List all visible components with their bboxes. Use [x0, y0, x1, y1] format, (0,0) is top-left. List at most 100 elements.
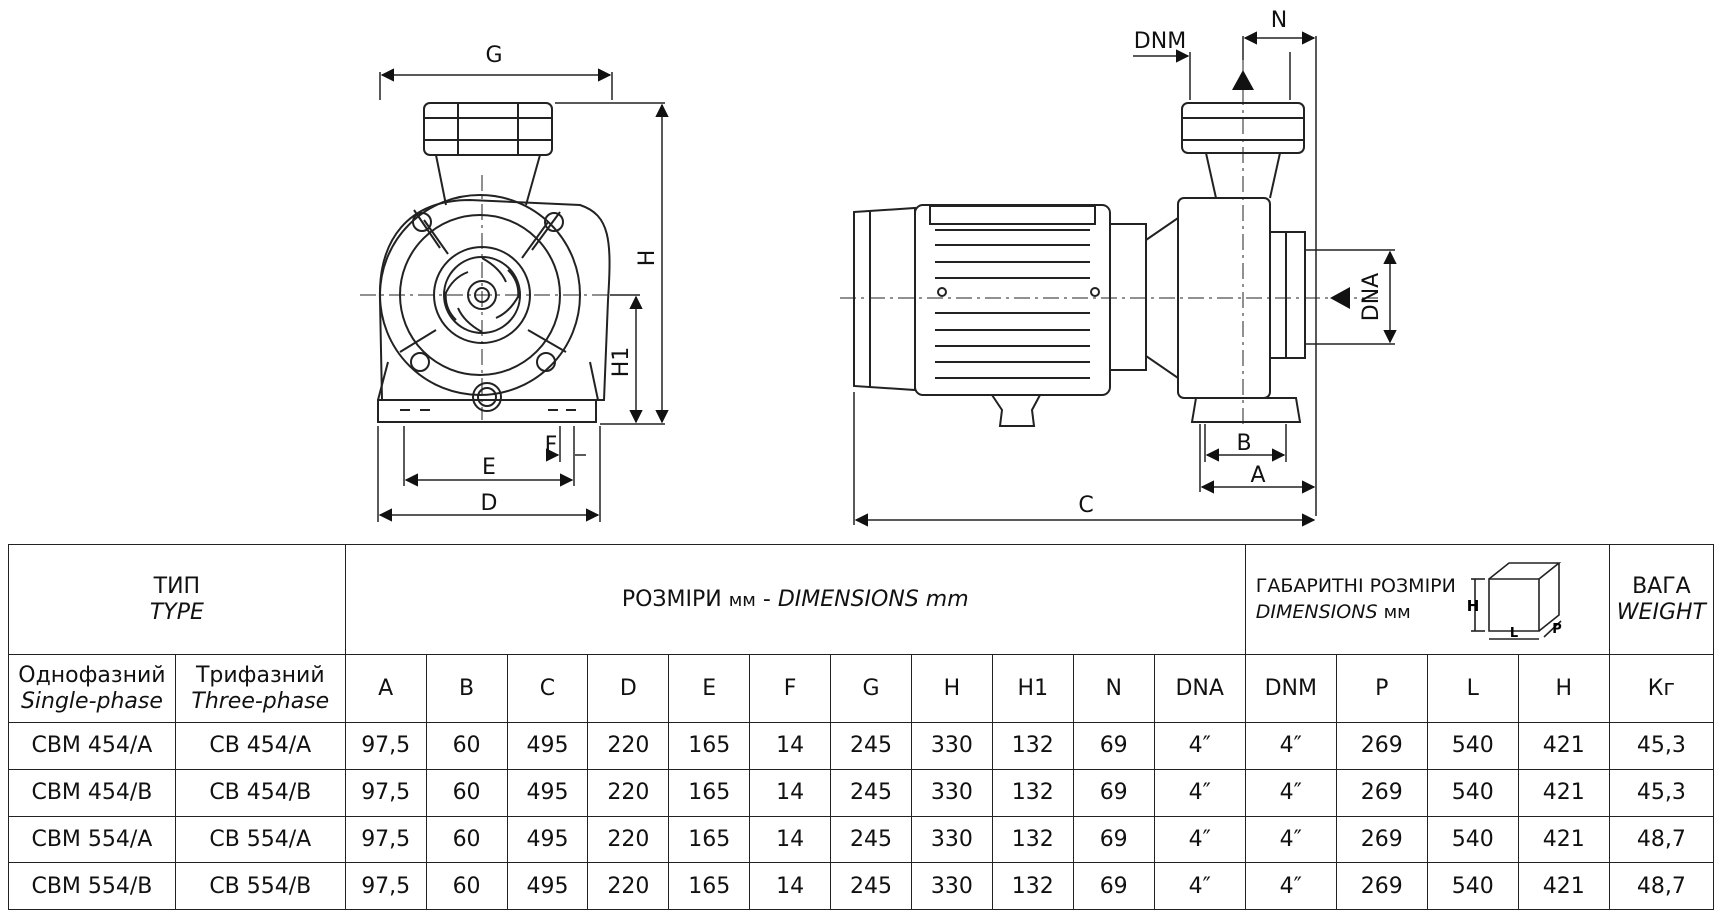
type-title-en: TYPE: [149, 599, 204, 625]
cell-value: 421: [1517, 768, 1610, 817]
three-phase-model: CB 554/B: [174, 862, 346, 910]
suction-flow-arrow: [1330, 287, 1350, 309]
three-phase-model: CB 454/A: [174, 722, 346, 770]
three-phase-model: CB 554/A: [174, 815, 346, 864]
three-phase-model: CB 454/B: [174, 768, 346, 817]
cell-value: 330: [910, 722, 993, 770]
single-phase-header: Однофазний Single-phase: [8, 654, 176, 723]
cell-value: 69: [1072, 768, 1155, 817]
three-phase-header: Трифазний Three-phase: [174, 654, 346, 723]
single-phase-model: CBM 454/A: [8, 722, 176, 770]
col-g: G: [830, 654, 912, 723]
cell-value: 4″: [1244, 722, 1337, 770]
cell-value: 220: [587, 862, 670, 910]
cell-value: 69: [1072, 722, 1155, 770]
cell-value: 48,7: [1608, 862, 1715, 910]
cell-value: 4″: [1244, 862, 1337, 910]
side-view: [840, 60, 1380, 427]
cell-value: 4″: [1153, 722, 1246, 770]
cell-value: 495: [506, 862, 589, 910]
cell-value: 132: [991, 768, 1074, 817]
dim-label-b: B: [1236, 431, 1251, 456]
cell-value: 245: [830, 768, 912, 817]
cell-value: 330: [910, 815, 993, 864]
cell-value: 269: [1335, 815, 1428, 864]
cell-value: 60: [425, 722, 508, 770]
dimensions-table: ТИП TYPE РОЗМІРИ мм - DIMENSIONS mm ГАБА…: [8, 544, 1715, 910]
dim-label-d: D: [481, 491, 498, 516]
box-label-l: L: [1510, 626, 1518, 641]
col-e: E: [668, 654, 751, 723]
single-phase-model: CBM 454/B: [8, 768, 176, 817]
single-phase-model: CBM 554/B: [8, 862, 176, 910]
weight-header: ВАГА WEIGHT: [1608, 544, 1715, 655]
cell-value: 45,3: [1608, 768, 1715, 817]
dims-title: РОЗМІРИ: [621, 587, 722, 612]
cell-value: 97,5: [344, 768, 427, 817]
box-label-p: P: [1552, 622, 1562, 637]
cell-value: 97,5: [344, 862, 427, 910]
dims-unit: мм: [728, 590, 756, 611]
dims-dash: -: [755, 587, 778, 612]
cell-value: 220: [587, 815, 670, 864]
dim-label-dnm: DNM: [1134, 29, 1186, 54]
cell-value: 165: [668, 862, 751, 910]
cell-value: 69: [1072, 862, 1155, 910]
overall-dimensions-header: ГАБАРИТНІ РОЗМІРИ DIMENSIONS мм: [1244, 544, 1610, 655]
cell-value: 269: [1335, 768, 1428, 817]
cell-value: 45,3: [1608, 722, 1715, 770]
cell-value: 60: [425, 815, 508, 864]
weight-title: ВАГА: [1632, 573, 1691, 599]
cell-value: 60: [425, 768, 508, 817]
cell-value: 245: [830, 722, 912, 770]
col-h: H: [910, 654, 993, 723]
cell-value: 245: [830, 815, 912, 864]
cell-value: 14: [749, 815, 832, 864]
col-box-h: H: [1517, 654, 1610, 723]
col-b: B: [425, 654, 508, 723]
type-header: ТИП TYPE: [8, 544, 346, 655]
cell-value: 540: [1426, 815, 1519, 864]
overall-title-en: DIMENSIONS: [1255, 601, 1378, 623]
side-view-dimensions: [853, 31, 1397, 527]
dim-label-f: F: [545, 433, 558, 458]
cell-value: 540: [1426, 862, 1519, 910]
cell-value: 48,7: [1608, 815, 1715, 864]
col-h1: H1: [991, 654, 1074, 723]
cell-value: 4″: [1244, 815, 1337, 864]
type-title: ТИП: [153, 573, 201, 599]
cell-value: 269: [1335, 722, 1428, 770]
cell-value: 269: [1335, 862, 1428, 910]
cell-value: 4″: [1244, 768, 1337, 817]
cell-value: 220: [587, 768, 670, 817]
cell-value: 60: [425, 862, 508, 910]
cell-value: 14: [749, 768, 832, 817]
dim-label-h1: H1: [609, 347, 634, 378]
cell-value: 97,5: [344, 722, 427, 770]
pump-technical-drawing: G H H1 E F D DNM N DNA B A C: [360, 8, 1397, 527]
cell-value: 165: [668, 768, 751, 817]
col-p: P: [1335, 654, 1428, 723]
cell-value: 330: [910, 768, 993, 817]
cell-value: 14: [749, 722, 832, 770]
col-d: D: [587, 654, 670, 723]
front-view-dimensions: [377, 68, 669, 522]
cell-value: 4″: [1153, 862, 1246, 910]
cell-value: 540: [1426, 768, 1519, 817]
dim-label-n: N: [1271, 8, 1287, 33]
cell-value: 4″: [1153, 768, 1246, 817]
col-dnm: DNM: [1244, 654, 1337, 723]
cell-value: 132: [991, 862, 1074, 910]
col-f: F: [749, 654, 832, 723]
discharge-flow-arrow: [1232, 70, 1254, 90]
front-view: [360, 102, 615, 423]
cell-value: 132: [991, 722, 1074, 770]
cell-value: 14: [749, 862, 832, 910]
cell-value: 421: [1517, 722, 1610, 770]
cell-value: 330: [910, 862, 993, 910]
col-a: A: [344, 654, 427, 723]
